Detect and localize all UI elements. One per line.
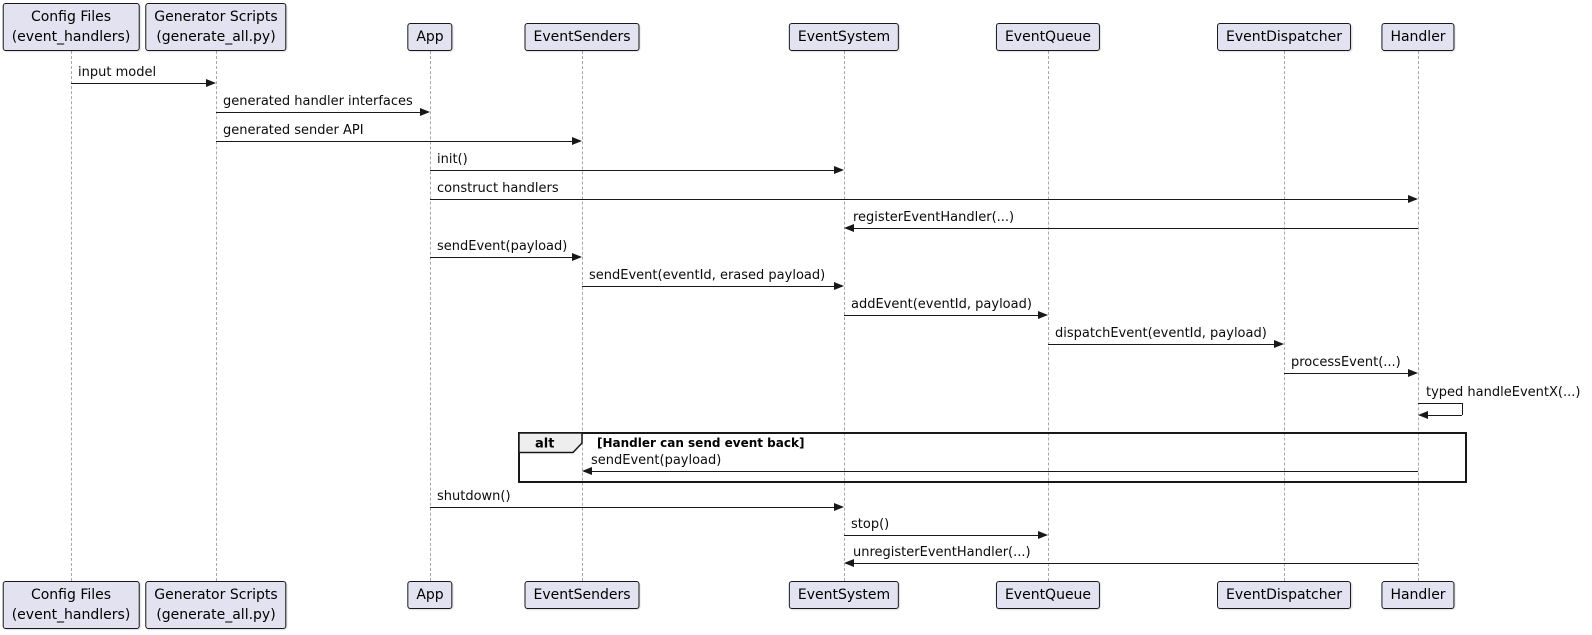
message-line-add-event — [844, 315, 1046, 316]
message-label-generated-sender-api: generated sender API — [223, 123, 364, 138]
participant-label-line: App — [416, 29, 444, 45]
message-arrowhead-unregister-event-handler — [844, 559, 854, 567]
participant-event-queue-bottom: EventQueue — [995, 581, 1101, 609]
message-line-send-event-payload — [430, 257, 580, 258]
message-label-init: init() — [437, 152, 468, 167]
message-label-typed-handle-event-x: typed handleEventX(...) — [1426, 385, 1581, 400]
message-self-side-typed-handle-event-x — [1462, 403, 1463, 415]
message-self-return-typed-handle-event-x — [1428, 415, 1462, 416]
alt-fragment: alt [Handler can send event back] — [518, 432, 1467, 483]
message-line-stop — [844, 535, 1046, 536]
message-label-process-event: processEvent(...) — [1291, 355, 1401, 370]
participant-label-line: Config Files — [30, 587, 112, 603]
participant-event-senders-top: EventSenders — [524, 23, 640, 51]
message-arrowhead-add-event — [1038, 311, 1048, 319]
message-line-alt-send-event-payload — [584, 471, 1418, 472]
lifeline-generator-scripts — [216, 51, 217, 581]
message-label-send-event-payload: sendEvent(payload) — [437, 239, 568, 254]
participant-event-dispatcher-top: EventDispatcher — [1217, 23, 1351, 51]
message-arrowhead-process-event — [1408, 369, 1418, 377]
message-label-register-event-handler: registerEventHandler(...) — [853, 210, 1015, 225]
participant-label-line: (generate_all.py) — [156, 29, 276, 45]
message-label-construct-handlers: construct handlers — [437, 181, 559, 196]
participant-label-line: EventQueue — [1004, 29, 1092, 45]
message-arrowhead-init — [834, 166, 844, 174]
participant-event-dispatcher-bottom: EventDispatcher — [1217, 581, 1351, 609]
message-arrowhead-alt-send-event-payload — [582, 467, 592, 475]
message-arrowhead-dispatch-event — [1274, 340, 1284, 348]
participant-label-line: Handler — [1390, 587, 1446, 603]
participant-label-line: EventDispatcher — [1226, 587, 1342, 603]
participant-label-line: Handler — [1390, 29, 1446, 45]
message-arrowhead-stop — [1038, 531, 1048, 539]
participant-event-system-top: EventSystem — [788, 23, 900, 51]
message-label-input-model: input model — [78, 65, 157, 80]
message-arrowhead-construct-handlers — [1408, 195, 1418, 203]
participant-label-line: EventSenders — [533, 587, 631, 603]
message-line-process-event — [1284, 373, 1416, 374]
participant-config-files-top: Config Files (event_handlers) — [2, 3, 140, 51]
message-label-generated-handler-interfaces: generated handler interfaces — [223, 94, 413, 109]
message-label-stop: stop() — [851, 517, 890, 532]
participant-label-line: EventSenders — [533, 29, 631, 45]
participant-label-line: App — [416, 587, 444, 603]
participant-app-bottom: App — [407, 581, 453, 609]
message-self-out-typed-handle-event-x — [1418, 403, 1462, 404]
lifeline-event-dispatcher — [1284, 51, 1285, 581]
lifeline-event-senders — [582, 51, 583, 581]
message-line-generated-handler-interfaces — [216, 112, 428, 113]
participant-handler-top: Handler — [1381, 23, 1455, 51]
participant-generator-scripts-bottom: Generator Scripts (generate_all.py) — [145, 581, 287, 629]
message-label-add-event: addEvent(eventId, payload) — [851, 297, 1032, 312]
participant-label-line: (generate_all.py) — [156, 607, 276, 623]
participant-label-line: (event_handlers) — [11, 607, 131, 623]
alt-operator-label: alt — [535, 437, 554, 452]
message-label-alt-send-event-payload: sendEvent(payload) — [591, 453, 722, 468]
lifeline-config-files — [71, 51, 72, 581]
participant-label-line: EventQueue — [1004, 587, 1092, 603]
alt-operator-pentagon — [518, 432, 583, 454]
message-arrowhead-generated-handler-interfaces — [420, 108, 430, 116]
participant-event-queue-top: EventQueue — [995, 23, 1101, 51]
participant-label-line: Config Files — [30, 9, 112, 25]
alt-operator-badge: alt — [518, 432, 583, 454]
message-label-send-event-erased: sendEvent(eventId, erased payload) — [589, 268, 826, 283]
message-arrowhead-send-event-payload — [572, 253, 582, 261]
participant-handler-bottom: Handler — [1381, 581, 1455, 609]
lifeline-event-queue — [1048, 51, 1049, 581]
lifeline-app — [430, 51, 431, 581]
alt-condition-label: [Handler can send event back] — [597, 436, 805, 450]
message-line-dispatch-event — [1048, 344, 1282, 345]
participant-app-top: App — [407, 23, 453, 51]
participant-label-line: Generator Scripts — [154, 9, 278, 25]
participant-label-line: EventSystem — [797, 587, 891, 603]
message-line-unregister-event-handler — [846, 563, 1418, 564]
message-arrowhead-send-event-erased — [834, 282, 844, 290]
message-line-register-event-handler — [846, 228, 1418, 229]
participant-config-files-bottom: Config Files (event_handlers) — [2, 581, 140, 629]
message-line-shutdown — [430, 507, 842, 508]
lifeline-event-system — [844, 51, 845, 581]
message-line-init — [430, 170, 842, 171]
participant-label-line: (event_handlers) — [11, 29, 131, 45]
participant-event-system-bottom: EventSystem — [788, 581, 900, 609]
participant-label-line: EventSystem — [797, 29, 891, 45]
participant-label-line: EventDispatcher — [1226, 29, 1342, 45]
message-line-input-model — [71, 83, 214, 84]
message-arrowhead-input-model — [206, 79, 216, 87]
message-label-unregister-event-handler: unregisterEventHandler(...) — [853, 545, 1031, 560]
message-line-generated-sender-api — [216, 141, 580, 142]
participant-event-senders-bottom: EventSenders — [524, 581, 640, 609]
message-label-dispatch-event: dispatchEvent(eventId, payload) — [1055, 326, 1267, 341]
participant-label-line: Generator Scripts — [154, 587, 278, 603]
lifeline-handler — [1418, 51, 1419, 581]
message-line-construct-handlers — [430, 199, 1416, 200]
message-arrowhead-generated-sender-api — [572, 137, 582, 145]
message-label-shutdown: shutdown() — [437, 489, 511, 504]
message-line-send-event-erased — [582, 286, 842, 287]
message-arrowhead-register-event-handler — [844, 224, 854, 232]
message-arrowhead-shutdown — [834, 503, 844, 511]
message-arrowhead-typed-handle-event-x — [1418, 411, 1428, 419]
participant-generator-scripts-top: Generator Scripts (generate_all.py) — [145, 3, 287, 51]
